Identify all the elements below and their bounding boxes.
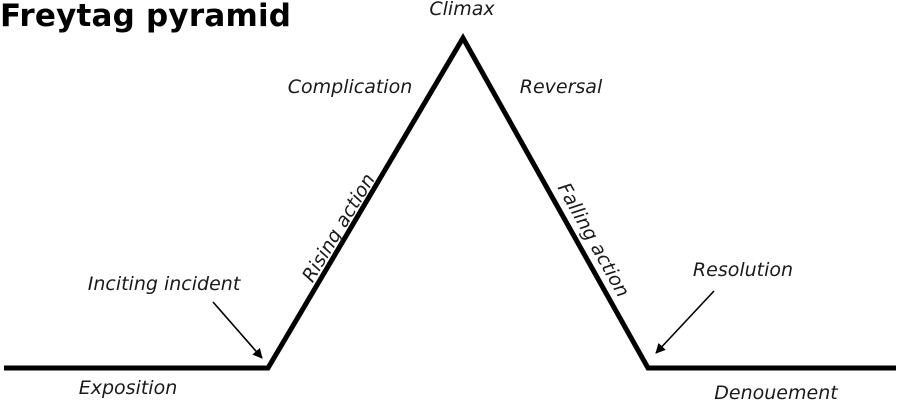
- resolution-label: Resolution: [693, 259, 793, 281]
- pyramid-line: [4, 32, 896, 371]
- inciting-incident-arrow: [212, 301, 263, 359]
- exposition-label: Exposition: [79, 377, 178, 399]
- climax-label: Climax: [429, 0, 495, 20]
- inciting-incident-label: Inciting incident: [88, 273, 242, 295]
- complication-label: Complication: [288, 76, 413, 98]
- rising-action-label: Rising action: [298, 170, 380, 286]
- resolution-arrow: [655, 290, 715, 354]
- denouement-label: Denouement: [714, 382, 839, 402]
- falling-action-label: Falling action: [553, 179, 634, 301]
- diagram-title: Freytag pyramid: [0, 0, 292, 34]
- reversal-label: Reversal: [520, 76, 603, 98]
